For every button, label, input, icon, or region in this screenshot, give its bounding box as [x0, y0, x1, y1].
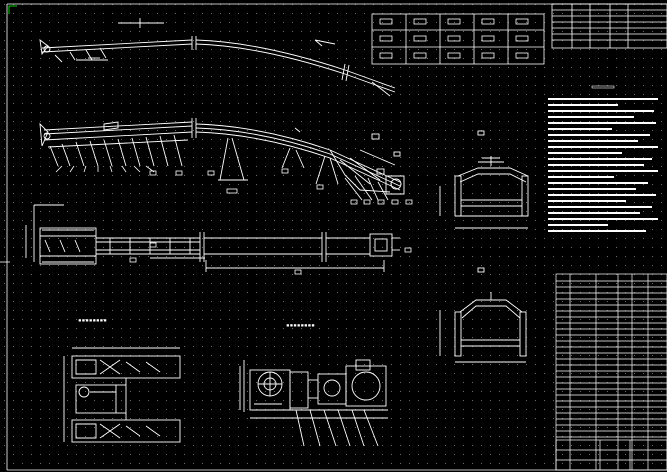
ucs-icon	[8, 5, 17, 14]
parts-list-top	[371, 13, 545, 65]
bill-of-materials	[555, 273, 667, 471]
idler-section-upper	[439, 130, 529, 229]
title-block-top	[551, 3, 667, 49]
plan-view	[25, 204, 400, 272]
idler-section-lower	[439, 267, 527, 363]
tail-station-detail: ▪▪▪▪▪▪▪▪	[63, 317, 181, 443]
drive-unit-assembly: ▪▪▪▪▪▪▪▪	[239, 322, 388, 447]
svg-text:▪▪▪▪▪▪▪▪: ▪▪▪▪▪▪▪▪	[286, 322, 315, 329]
mid-elevation-view	[39, 118, 405, 201]
callout-markers-mid	[55, 165, 413, 205]
svg-text:▪▪▪▪▪▪▪▪: ▪▪▪▪▪▪▪▪	[78, 317, 107, 324]
tech-notes-block	[548, 85, 658, 232]
callout-markers-plan	[129, 242, 412, 275]
top-elevation-view	[39, 18, 396, 97]
